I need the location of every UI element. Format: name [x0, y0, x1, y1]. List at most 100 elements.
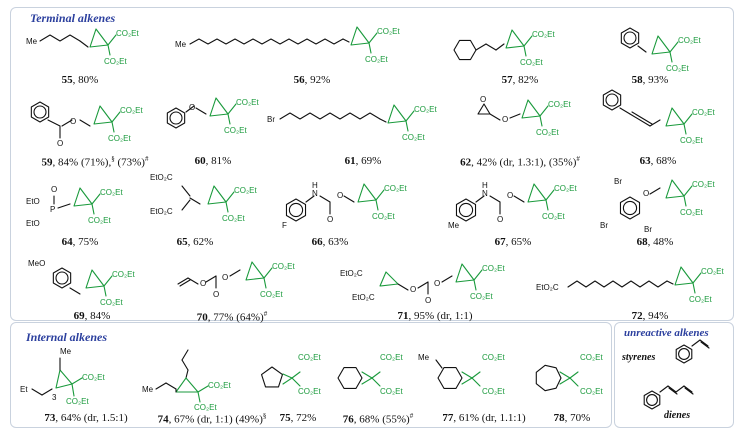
bond [189, 197, 201, 205]
bond [375, 189, 385, 201]
nitrogen-label: N [482, 189, 488, 198]
bond [111, 121, 115, 133]
ester-oxygen-label: O [222, 273, 228, 282]
bond [205, 275, 217, 283]
bond [475, 195, 485, 203]
bond [225, 191, 235, 203]
co2et-label: CO₂Et [414, 105, 437, 114]
terminal-alkenes-panel [10, 7, 734, 321]
bond [559, 377, 571, 385]
bond [197, 391, 201, 403]
bond [282, 377, 293, 385]
bond [155, 382, 167, 390]
bond [683, 385, 693, 393]
bond [513, 195, 525, 203]
methyl-label: Me [448, 221, 460, 230]
dienes-label: dienes [664, 410, 690, 421]
bond [435, 359, 443, 369]
bond [683, 195, 687, 207]
co2et-label: CO₂Et [482, 353, 505, 362]
bond [71, 383, 75, 397]
bond-chain [260, 366, 284, 388]
caption-78: 78, 70% [553, 412, 591, 424]
bond [227, 103, 237, 115]
repeat-subscript: 3 [52, 393, 57, 402]
eto2c-label: EtO₂C [536, 283, 559, 292]
co2et-label: CO₂Et [380, 387, 403, 396]
bond [305, 195, 315, 203]
co2et-label: CO₂Et [542, 212, 565, 221]
bond-chain [453, 39, 477, 61]
bond-chain [455, 198, 477, 222]
bond-chain [521, 99, 541, 119]
bond [371, 377, 381, 387]
bond-chain [665, 179, 685, 199]
bond-chain [285, 198, 307, 222]
styrenes-example: styrenes [621, 339, 710, 364]
bond-chain [379, 271, 399, 287]
bond [103, 285, 107, 297]
co2et-label: CO₂Et [482, 387, 505, 396]
caption-68: 68, 48% [636, 236, 674, 248]
bond [291, 371, 301, 379]
methyl-label: Me [418, 353, 430, 362]
ether-oxygen-label: O [643, 189, 649, 198]
bond [461, 377, 473, 385]
bond [291, 377, 301, 387]
co2et-label: CO₂Et [384, 184, 407, 193]
bond [649, 187, 661, 195]
ethoxy-label: EtO [26, 197, 40, 206]
bond [495, 43, 505, 51]
caption-63: 63, 68% [639, 155, 677, 167]
caption-65: 65, 62% [176, 236, 214, 248]
bond [675, 385, 685, 393]
bond [179, 279, 191, 287]
bond-chain [505, 29, 525, 49]
bond-chain [245, 261, 265, 281]
bond [405, 120, 409, 132]
phosphorus-label: P [50, 205, 55, 214]
ester-oxygen-label: O [337, 191, 343, 200]
bond-chain [52, 267, 72, 289]
bond-chain [30, 101, 50, 123]
aromatic-ring-circle [288, 202, 304, 218]
bromo-label: Br [644, 225, 652, 234]
bond [79, 119, 91, 127]
caption-61: 61, 69% [344, 155, 382, 167]
methyl-label: Me [60, 347, 72, 356]
bond [368, 42, 372, 54]
aromatic-ring-circle [33, 105, 47, 119]
bond [668, 387, 678, 395]
bond [441, 275, 453, 283]
bond [397, 283, 409, 291]
co2et-label: CO₂Et [208, 381, 231, 390]
co2et-label: CO₂Et [402, 133, 425, 142]
bond-chain [455, 263, 475, 283]
oxygen-label: O [57, 139, 63, 148]
bond [523, 35, 533, 47]
co2et-label: CO₂Et [272, 262, 295, 271]
bond [667, 385, 677, 393]
caption-75: 75, 72% [279, 412, 317, 424]
bond [371, 371, 381, 379]
bond [229, 269, 241, 277]
bond [319, 195, 331, 203]
co2et-label: CO₂Et [100, 188, 123, 197]
co2et-label: CO₂Et [365, 55, 388, 64]
internal-alkenes-panel [10, 322, 612, 428]
co2et-label: CO₂Et [222, 214, 245, 223]
co2et-label: CO₂Et [120, 106, 143, 115]
hydrogen-label: H [482, 181, 488, 190]
bond [225, 201, 229, 213]
bond [509, 113, 521, 119]
co2et-label: CO₂Et [298, 353, 321, 362]
bond [79, 40, 89, 48]
